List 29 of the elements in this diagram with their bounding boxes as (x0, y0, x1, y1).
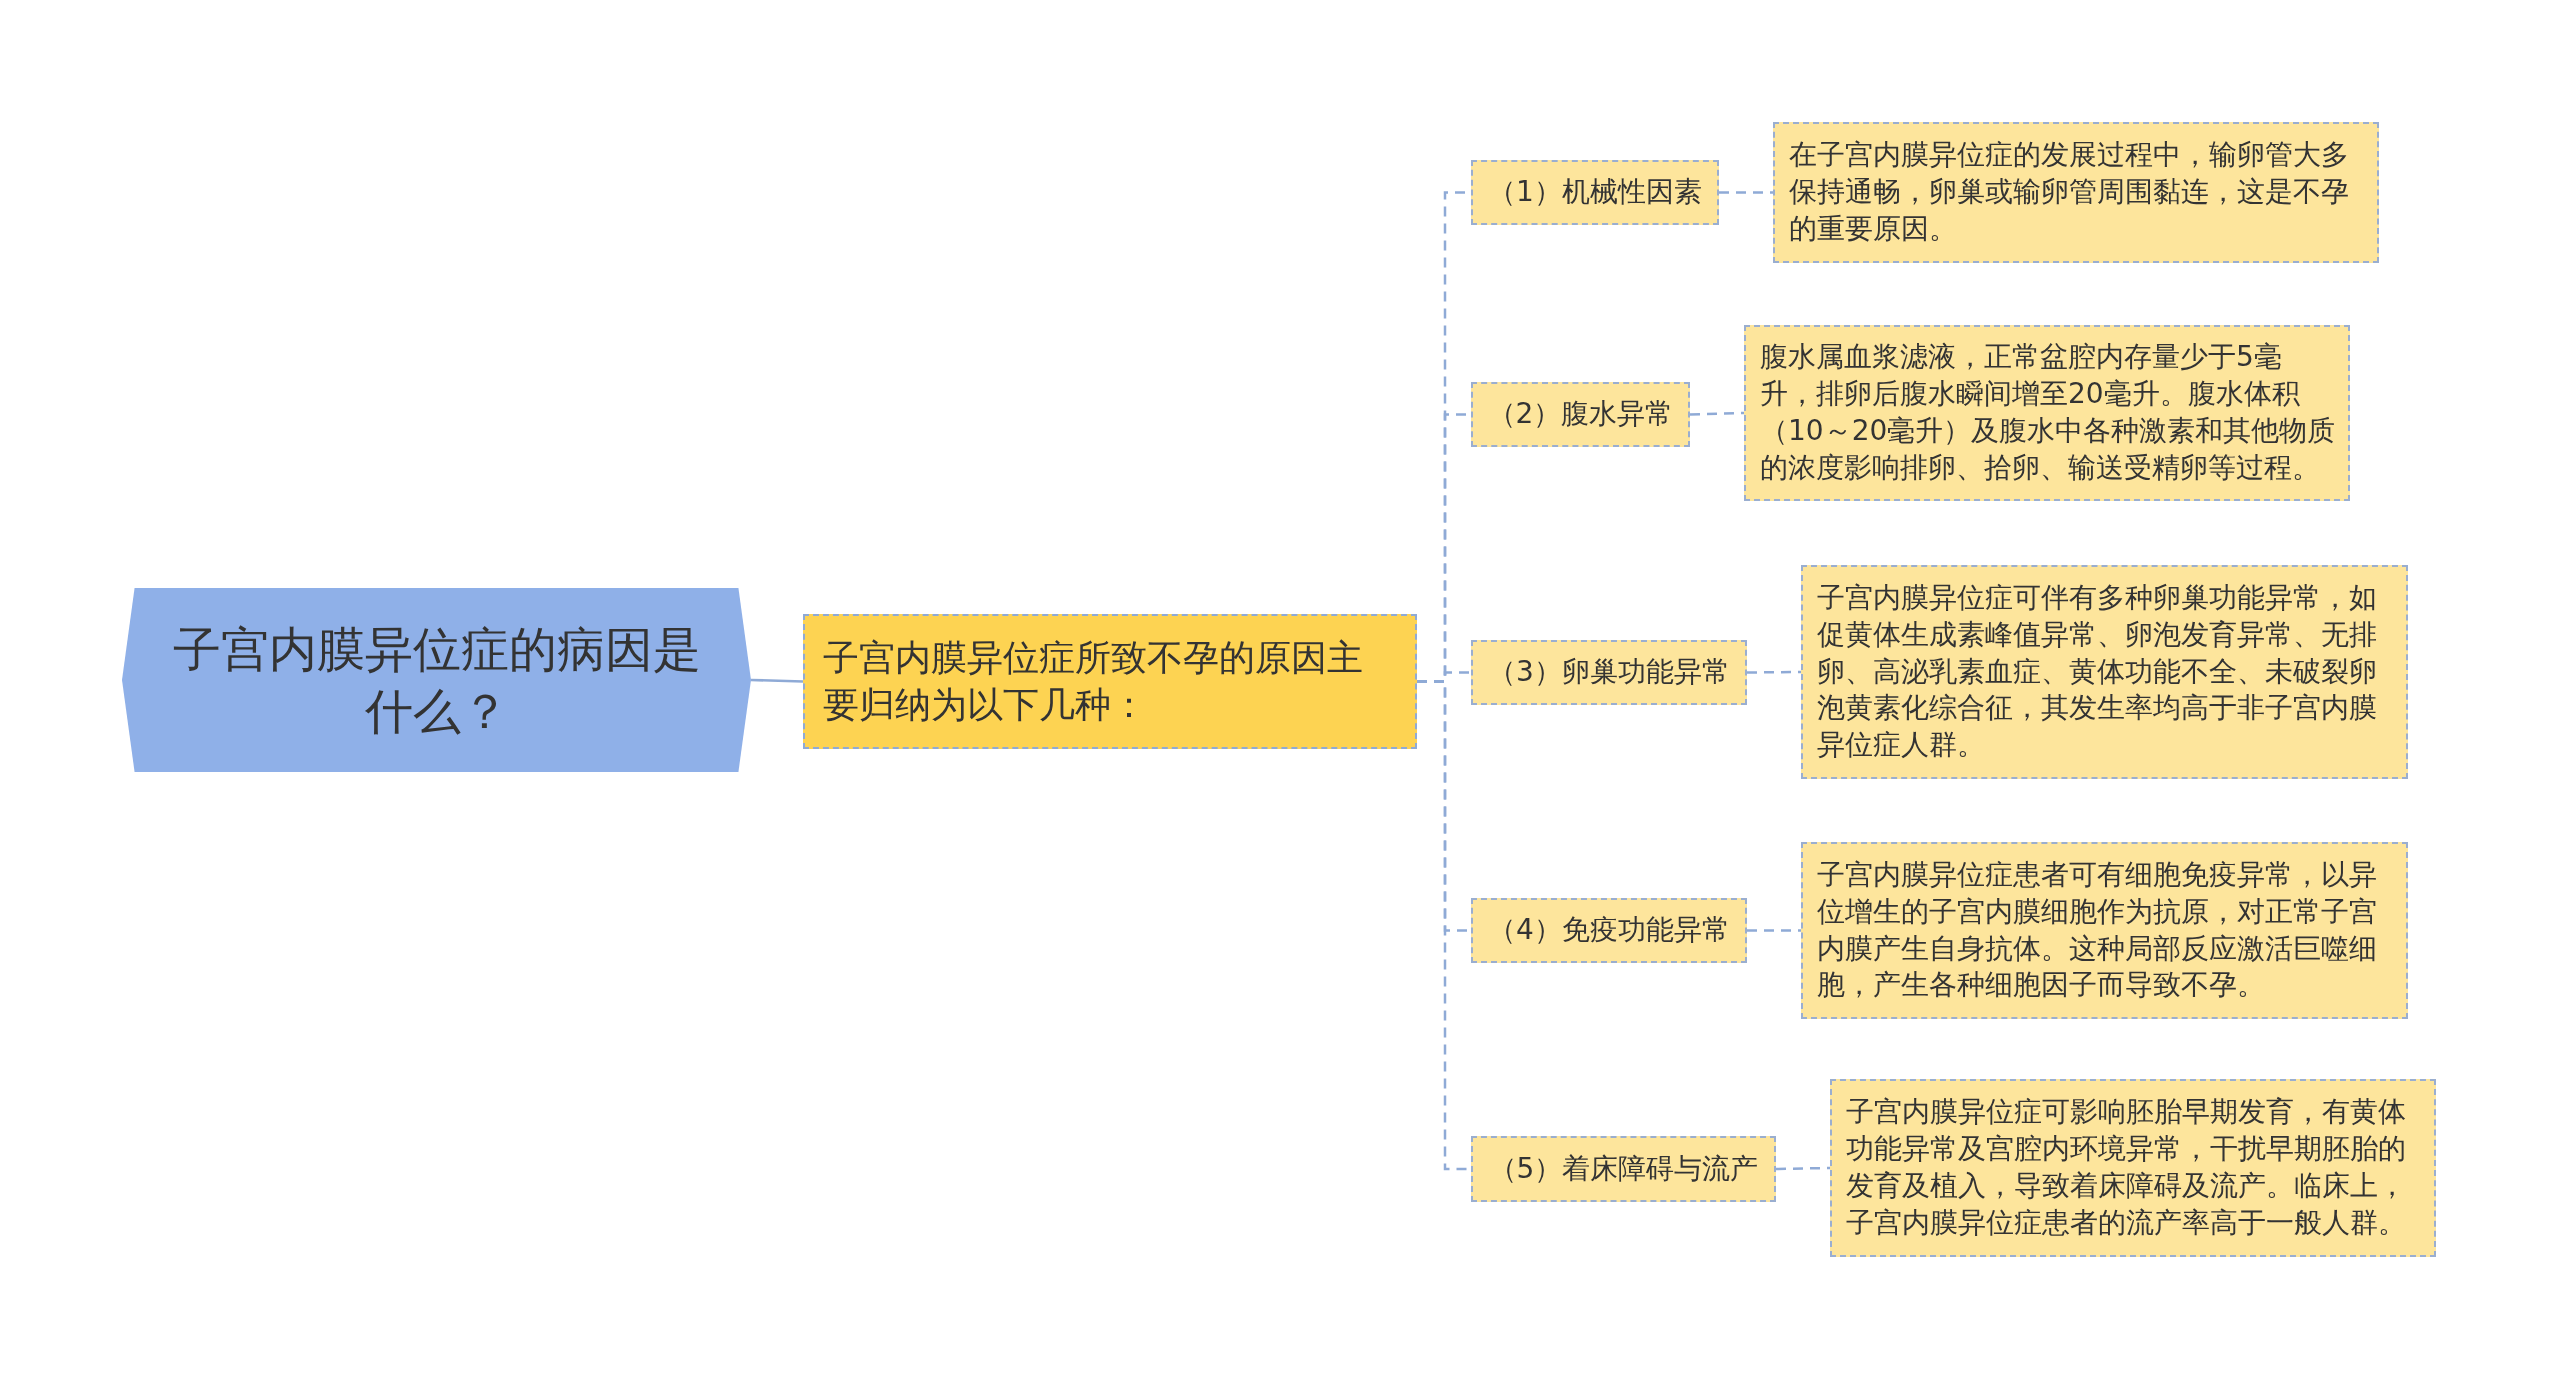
note-text: 腹水属血浆滤液，正常盆腔内存量少于5毫升，排卵后腹水瞬间增至20毫升。腹水体积（10～20毫升）及腹水中各种激素和其他物质的浓度影响排卵、拾卵、输送受精卵等过程。 (1760, 339, 2336, 486)
note-text: 子宫内膜异位症可伴有多种卵巢功能异常，如促黄体生成素峰值异常、卵泡发育异常、无排卵、高泌乳素血症、黄体功能不全、未破裂卵泡黄素化综合征，其发生率均高于非子宫内膜异位症人群。 (1817, 579, 2378, 764)
subtopic-text: （5）着床障碍与流产 (1488, 1150, 1759, 1187)
subtopic-text: （1）机械性因素 (1488, 174, 1702, 211)
subtopic-text: （2）腹水异常 (1487, 396, 1674, 433)
subtopic-box (1471, 1136, 1776, 1202)
connector-line (750, 678, 804, 683)
note-text: 子宫内膜异位症可影响胚胎早期发育，有黄体功能异常及宫腔内环境异常，干扰早期胚胎的发育及植入，导致着床障碍及流产。临床上，子宫内膜异位症患者的流产率高于一般人群。 (1846, 1094, 2407, 1241)
topic-text: 子宫内膜异位症所致不孕的原因主要归纳为以下几种： (823, 635, 1364, 727)
topic-box (803, 614, 1417, 749)
subtopic-box (1471, 382, 1690, 447)
note-box (1744, 325, 2350, 501)
note-box (1830, 1079, 2436, 1257)
connector-line (1747, 929, 1801, 932)
connector-line (1689, 411, 1745, 416)
note-text: 在子宫内膜异位症的发展过程中，输卵管大多保持通畅，卵巢或输卵管周围黏连，这是不孕的重要原因。 (1789, 137, 2350, 247)
note-box (1801, 842, 2408, 1019)
title-text: 子宫内膜异位症的病因是什么？ (171, 619, 702, 741)
subtopic-box (1471, 898, 1747, 963)
subtopic-text: （4）免疫功能异常 (1488, 912, 1730, 949)
connector-line (1775, 1166, 1831, 1171)
note-text: 子宫内膜异位症患者可有细胞免疫异常，以异位增生的子宫内膜细胞作为抗原，对正常子宫内膜产生自身抗体。这种局部反应激活巨噬细胞，产生各种细胞因子而导致不孕。 (1817, 856, 2378, 1004)
connector-line (1719, 191, 1773, 194)
subtopic-box (1471, 640, 1747, 705)
subtopic-text: （3）卵巢功能异常 (1488, 654, 1730, 691)
note-box (1773, 122, 2379, 263)
subtopic-box (1471, 160, 1719, 225)
note-box (1801, 565, 2408, 779)
connector-line (1747, 670, 1801, 674)
